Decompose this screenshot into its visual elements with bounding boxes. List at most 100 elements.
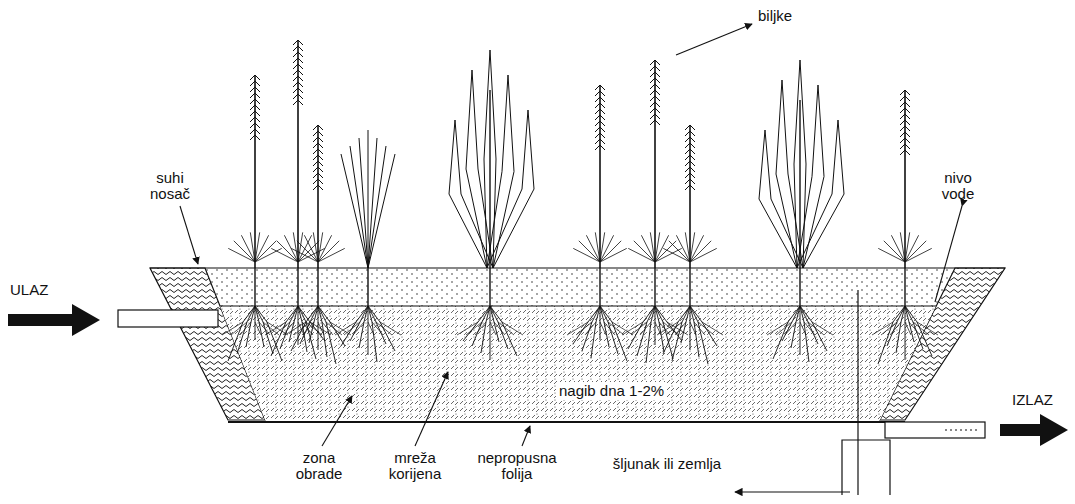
plant-stroke xyxy=(457,322,478,335)
part-label: šljunak ili zemlja xyxy=(612,456,722,472)
plant-stroke xyxy=(685,173,695,178)
plant-stroke xyxy=(685,131,695,136)
plant-stroke xyxy=(313,143,323,148)
plant-stroke xyxy=(330,322,351,335)
flow-arrows xyxy=(8,304,1068,446)
plant-stroke xyxy=(350,306,368,341)
surface-line xyxy=(150,267,1005,268)
plant-stroke xyxy=(265,322,286,335)
plant-stroke xyxy=(799,100,800,268)
pipes xyxy=(118,290,985,495)
plant-stroke xyxy=(250,105,260,110)
plant-stroke xyxy=(917,322,938,335)
leader-line xyxy=(415,372,448,446)
plant-stroke xyxy=(797,120,844,268)
plant-stroke xyxy=(900,132,910,137)
plant-stroke xyxy=(309,306,318,343)
plant-stroke xyxy=(650,114,660,119)
plant-stroke xyxy=(466,322,482,335)
plant-stroke xyxy=(222,322,243,335)
plant-stroke xyxy=(313,125,323,130)
outlet-pipe xyxy=(885,422,985,438)
plant-stroke xyxy=(487,75,514,268)
plant-stroke xyxy=(666,322,682,335)
plant-stroke xyxy=(317,125,319,268)
plant-stroke xyxy=(904,90,906,268)
plant-stroke xyxy=(767,322,788,335)
plant-stroke xyxy=(359,306,368,348)
gravel-bed xyxy=(220,306,936,420)
plant-stroke xyxy=(591,306,600,358)
plant-stroke xyxy=(690,248,717,262)
plant-stroke xyxy=(685,125,695,130)
leader-line xyxy=(522,426,530,446)
plant-stroke xyxy=(690,241,711,262)
plant-stroke xyxy=(878,248,905,262)
plant-stroke xyxy=(655,306,682,341)
plant-stroke xyxy=(808,322,824,335)
plant-stroke xyxy=(655,248,682,262)
plant-stroke xyxy=(368,306,369,355)
plant-stroke xyxy=(657,322,678,335)
plant-stroke xyxy=(318,306,345,346)
plant-stroke xyxy=(799,268,800,306)
plant-stroke xyxy=(640,322,651,335)
plant-stroke xyxy=(353,322,364,335)
plant-stroke xyxy=(368,154,395,268)
plant-stroke xyxy=(776,322,792,335)
plant-stroke xyxy=(489,90,490,268)
plant-stroke xyxy=(685,137,695,142)
plant-stroke xyxy=(595,232,600,262)
plant-stroke xyxy=(689,125,691,268)
plant-stroke xyxy=(313,232,318,262)
plant-stroke xyxy=(293,40,303,45)
plant-stroke xyxy=(297,268,298,306)
plant-stroke xyxy=(782,306,800,341)
plant-stroke xyxy=(250,87,260,92)
plant-stroke xyxy=(250,111,260,116)
plant-stroke xyxy=(335,322,356,335)
plant-stroke xyxy=(791,306,800,348)
plant-stroke xyxy=(481,306,490,353)
plant-stroke xyxy=(313,173,323,178)
plant-stroke xyxy=(498,322,514,335)
plant-stroke xyxy=(675,322,686,335)
plant-stroke xyxy=(255,306,282,361)
plant-stroke xyxy=(502,322,523,335)
plant-stroke xyxy=(655,306,664,352)
plant-stroke xyxy=(600,306,627,361)
plant-stroke xyxy=(318,306,327,357)
dry-layer xyxy=(205,268,955,306)
plant-stroke xyxy=(380,322,401,335)
leaders xyxy=(180,24,962,446)
plant-stroke xyxy=(905,322,911,335)
plant-stroke xyxy=(317,268,318,306)
plant-stroke xyxy=(313,155,323,160)
plant-stroke xyxy=(690,306,708,364)
plant-stroke xyxy=(650,232,655,262)
plant-stroke xyxy=(254,75,256,268)
plant-stroke xyxy=(631,322,647,335)
plant-stroke xyxy=(595,97,605,102)
plant-stroke xyxy=(685,232,690,262)
plant-stroke xyxy=(689,268,690,306)
plant-stroke xyxy=(600,241,621,262)
outflow-arrow xyxy=(1000,414,1068,446)
plant-stroke xyxy=(293,232,298,262)
leader-line xyxy=(935,206,962,302)
plant-stroke xyxy=(250,129,260,134)
plant-stroke xyxy=(293,46,303,51)
plant-stroke xyxy=(702,322,723,335)
plant-stroke xyxy=(231,322,247,335)
plant-stroke xyxy=(318,241,339,262)
plant-stroke xyxy=(291,248,318,262)
inlet-pipe xyxy=(118,310,218,327)
plant-stroke xyxy=(890,322,901,335)
plant-stroke xyxy=(654,268,655,306)
part-label: nagib dna 1-2% xyxy=(556,382,667,400)
plant-stroke xyxy=(595,109,605,114)
plant-stroke xyxy=(313,161,323,166)
plant-stroke xyxy=(298,306,299,345)
plant-stroke xyxy=(293,88,303,93)
plant-stroke xyxy=(489,268,490,306)
